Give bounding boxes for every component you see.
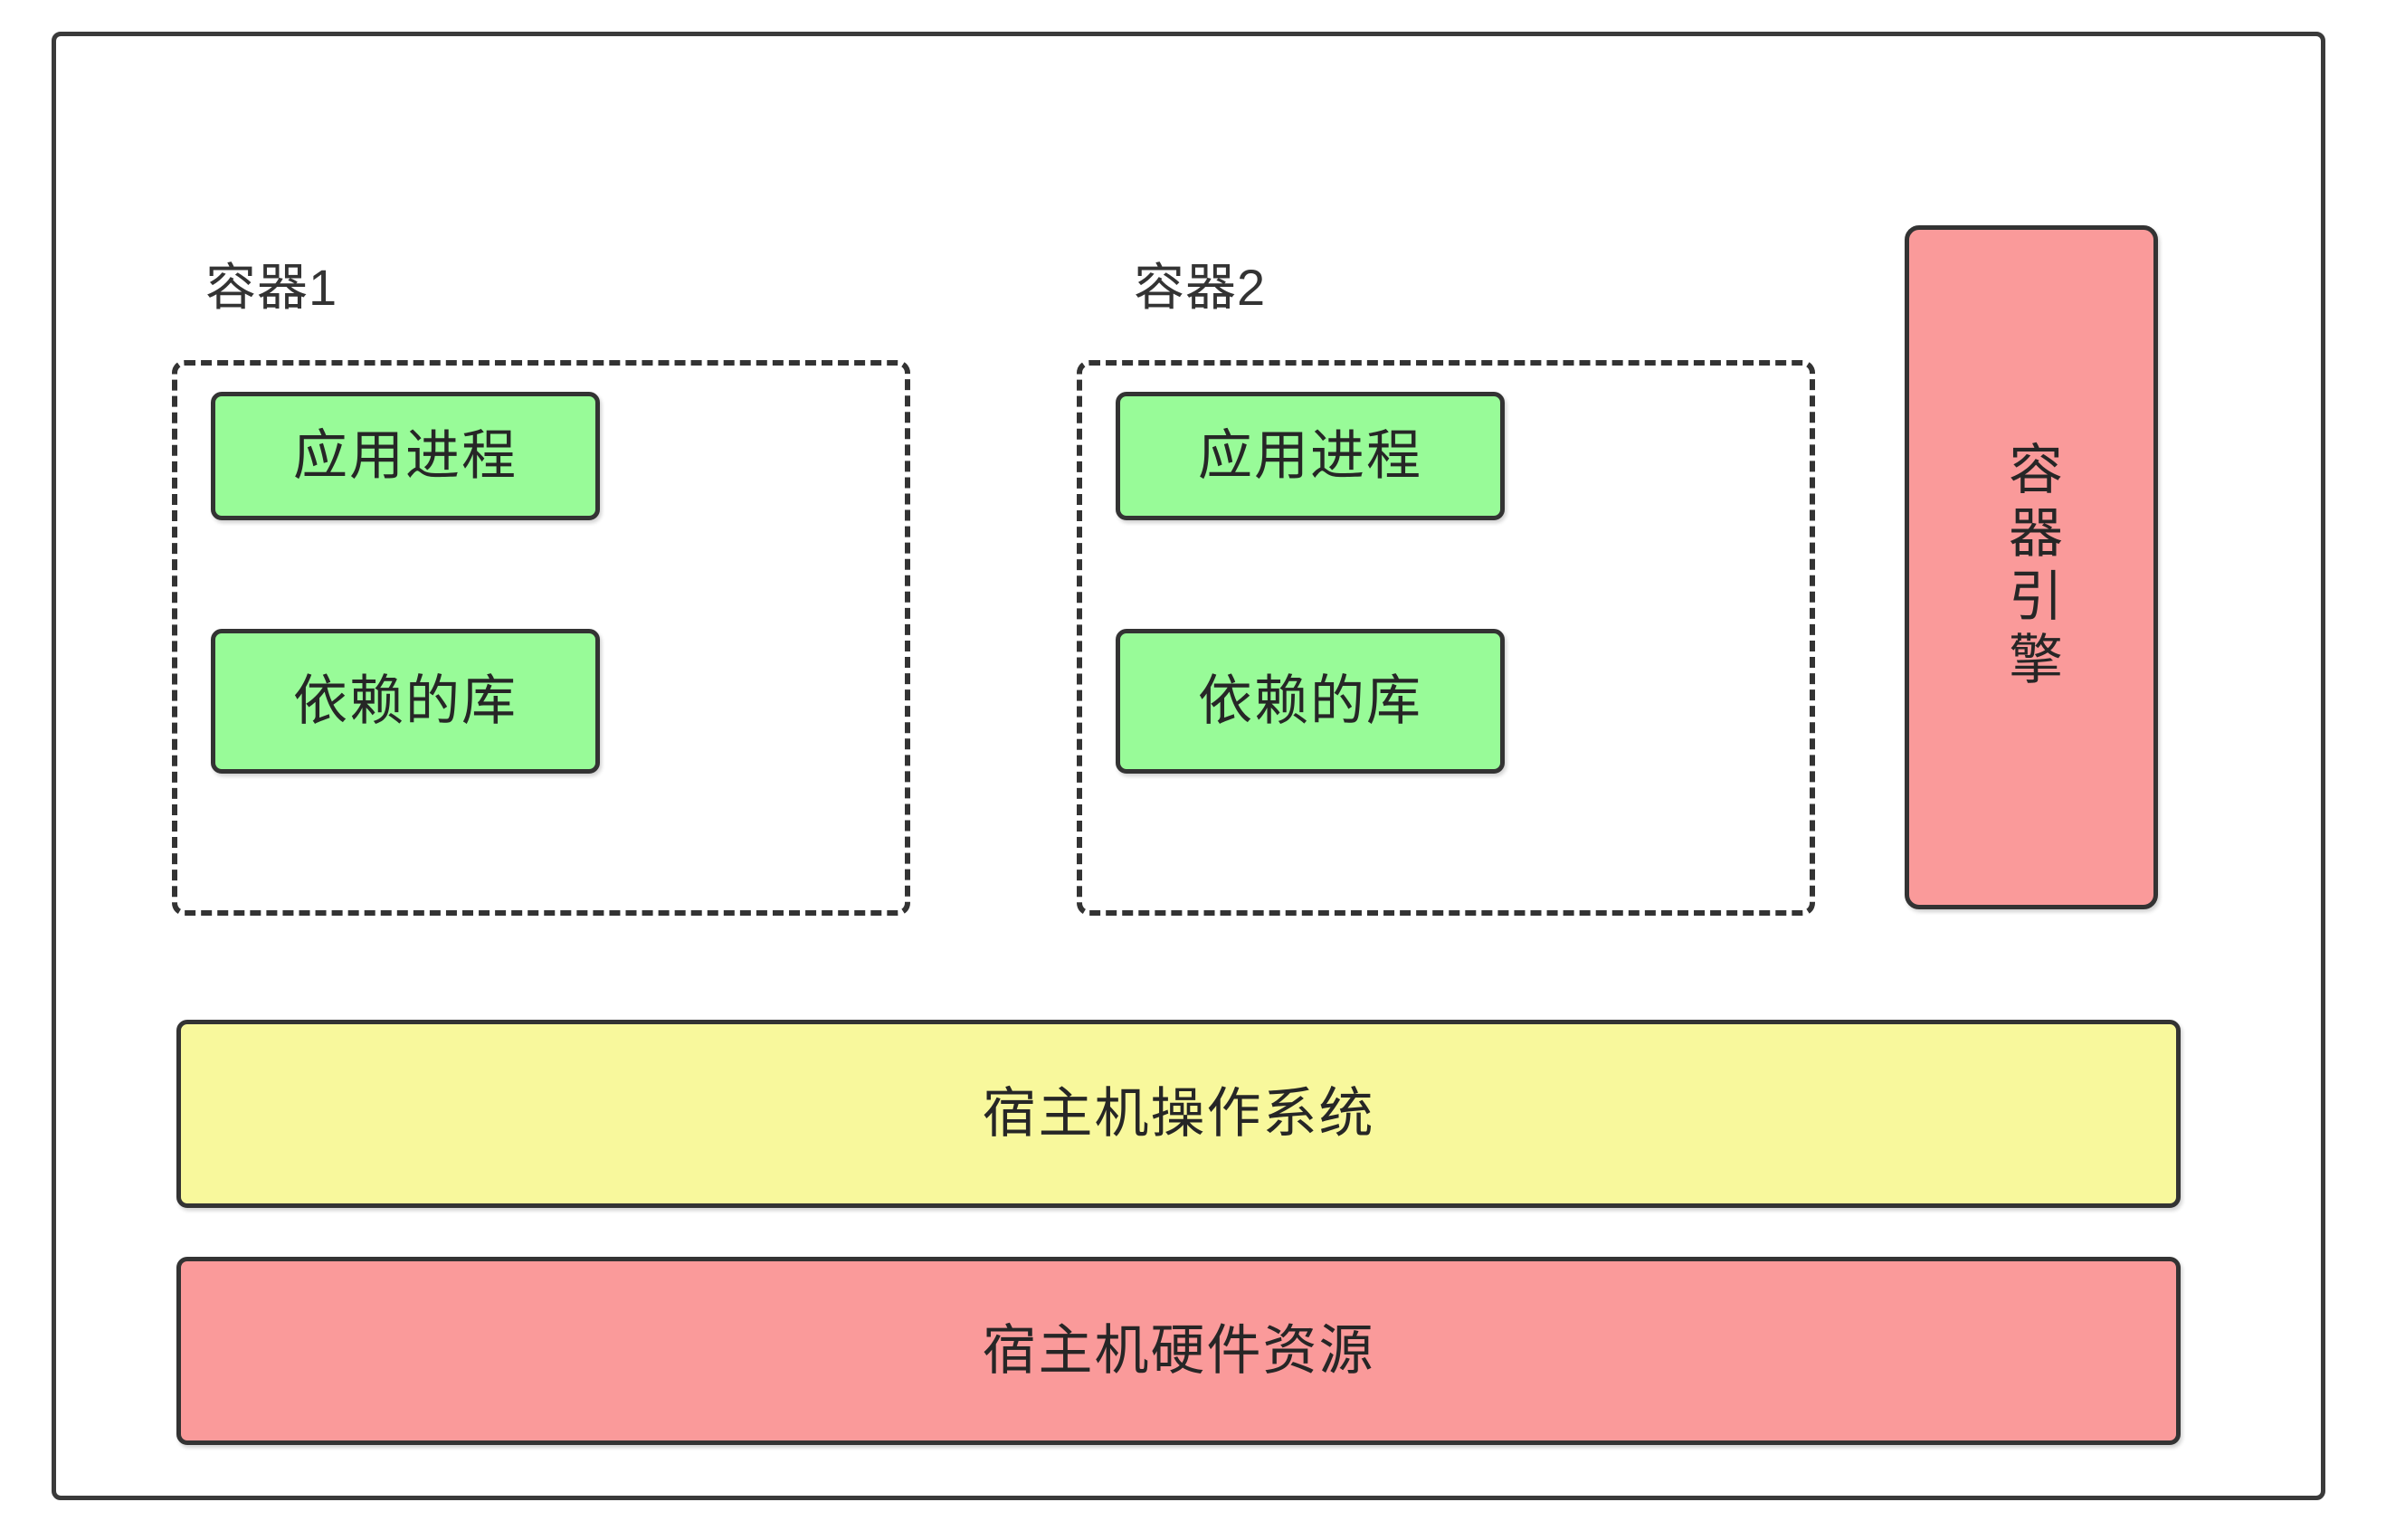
host-machine-frame: 容器1 应用进程 依赖的库 容器2 应用进程 依赖的库 容器引擎 宿主机操作系统… [52,32,2325,1500]
host-hardware-resource-node[interactable]: 宿主机硬件资源 [176,1257,2181,1445]
container-1-app-process-node[interactable]: 应用进程 [211,392,600,520]
container-2-dependency-library-label: 依赖的库 [1198,670,1422,731]
host-operating-system-node[interactable]: 宿主机操作系统 [176,1020,2181,1208]
container-2-label: 容器2 [1134,259,1267,316]
host-operating-system-label: 宿主机操作系统 [982,1083,1375,1144]
container-1-app-process-label: 应用进程 [293,425,518,486]
container-1-boundary [172,360,910,916]
container-1-label: 容器1 [205,259,338,316]
container-2-app-process-label: 应用进程 [1198,425,1422,486]
host-hardware-resource-label: 宿主机硬件资源 [982,1320,1375,1381]
container-2-app-process-node[interactable]: 应用进程 [1116,392,1505,520]
container-1-dependency-library-node[interactable]: 依赖的库 [211,629,600,774]
container-1-dependency-library-label: 依赖的库 [293,670,518,731]
container-2-dependency-library-node[interactable]: 依赖的库 [1116,629,1505,774]
container-engine-node[interactable]: 容器引擎 [1905,225,2158,909]
container-2-boundary [1077,360,1815,916]
container-engine-label: 容器引擎 [2001,441,2062,694]
